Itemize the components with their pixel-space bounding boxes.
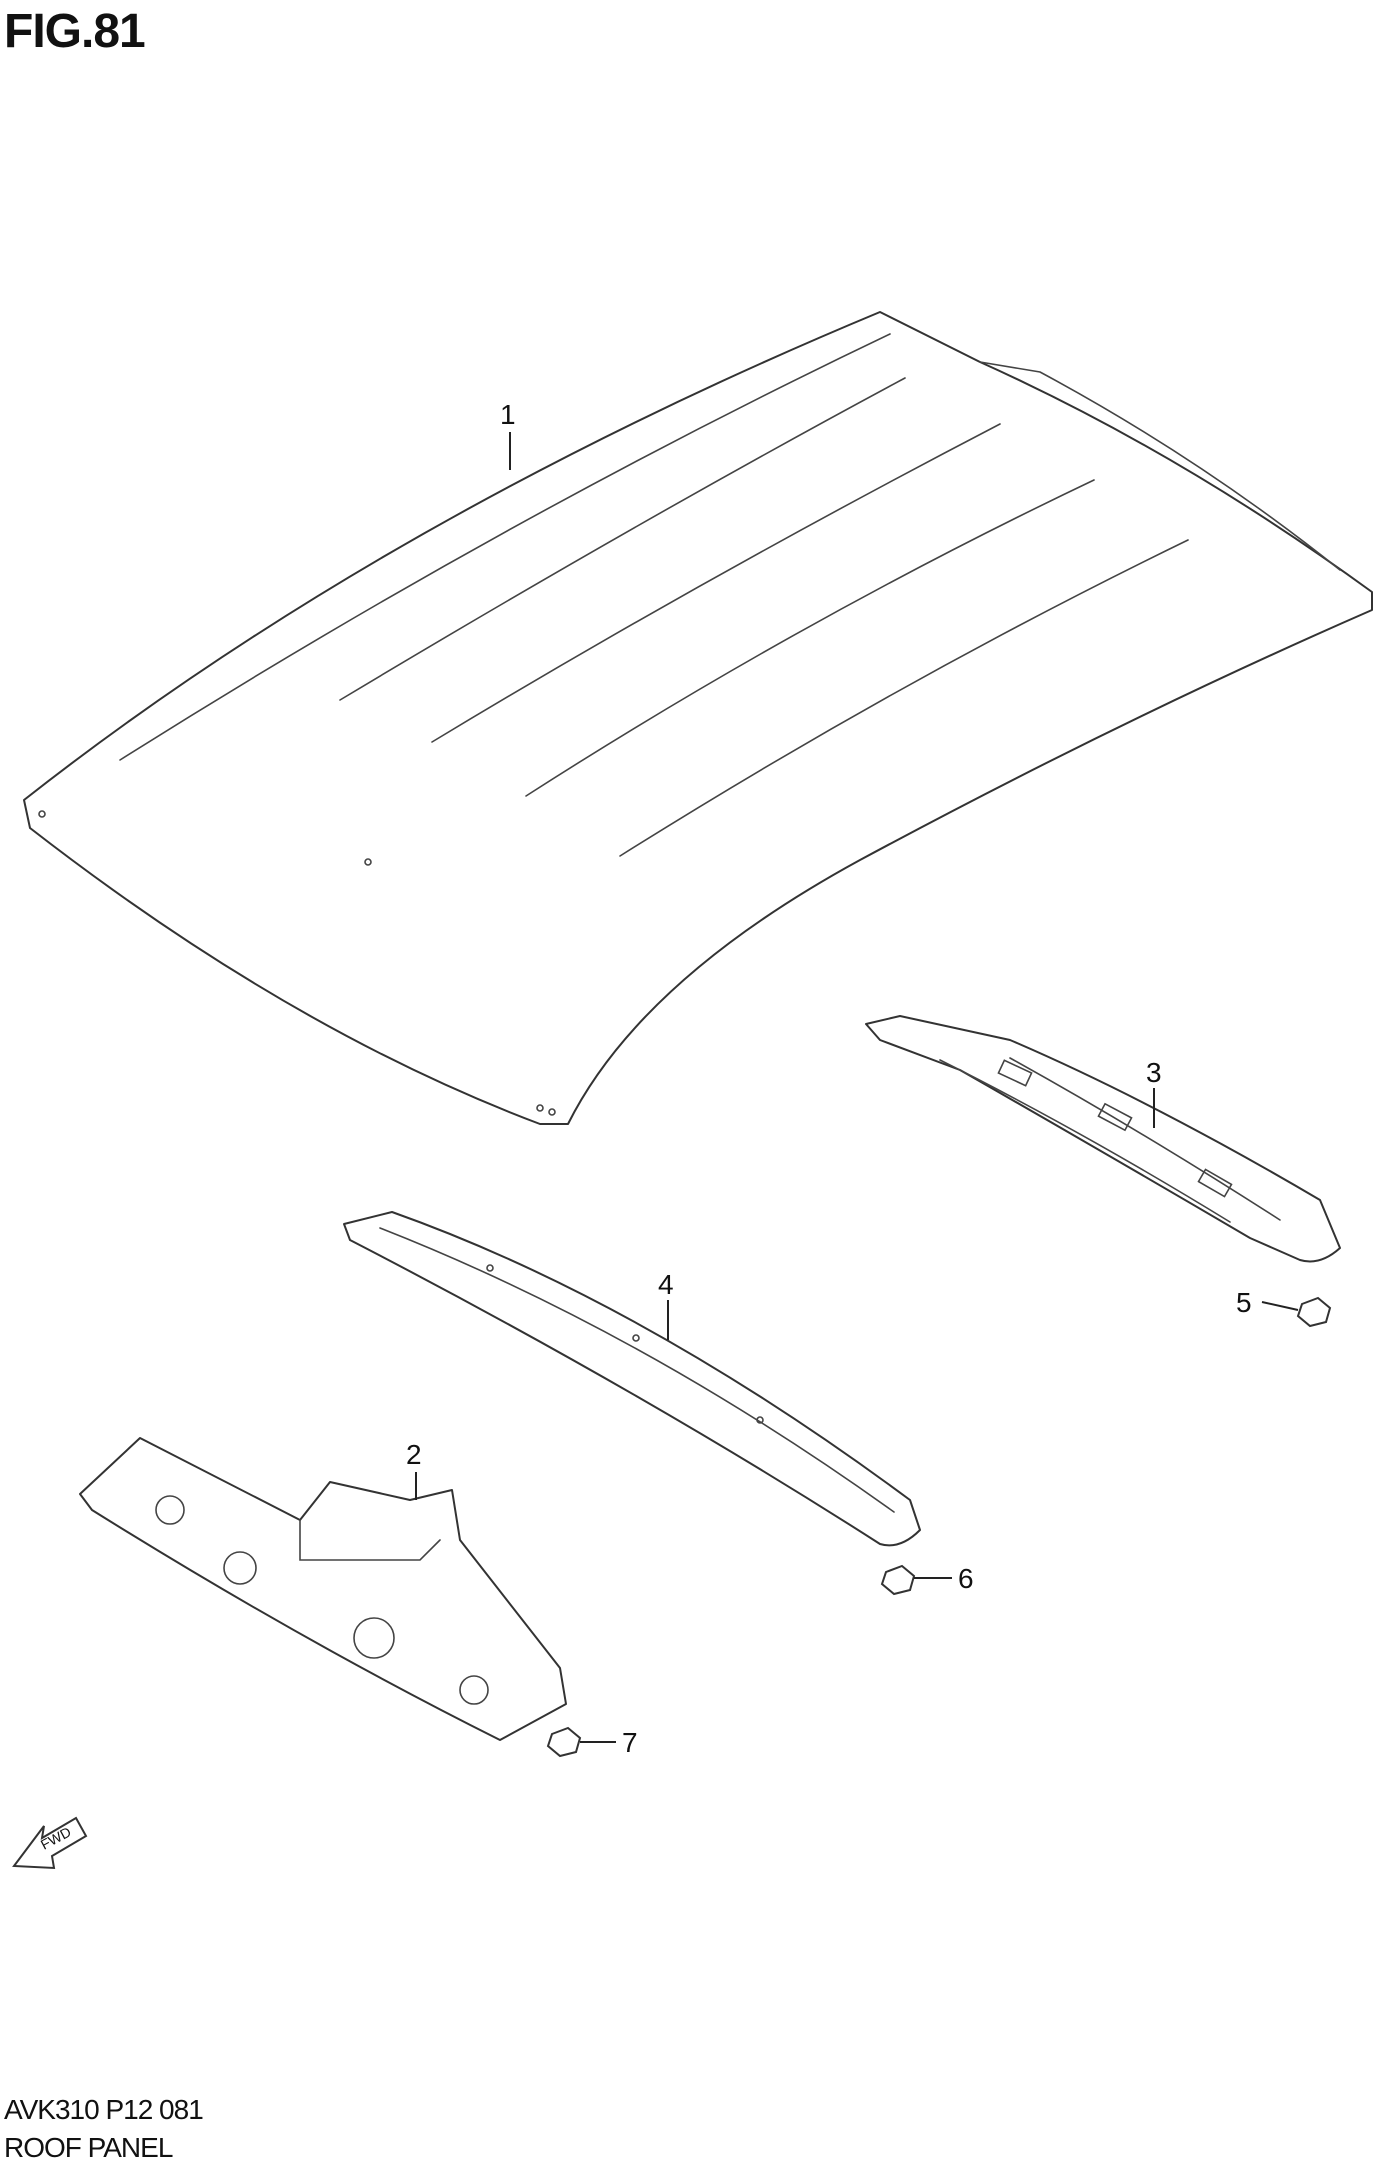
bolt-part-7 [546, 1726, 582, 1758]
callout-5: 5 [1236, 1287, 1252, 1318]
callout-4: 4 [658, 1269, 674, 1300]
section-name: ROOF PANEL [4, 2132, 173, 2163]
callout-1: 1 [500, 399, 516, 430]
fwd-arrow-icon: FWD [12, 1816, 88, 1870]
bolt-part-5 [1296, 1296, 1332, 1328]
callout-6: 6 [958, 1563, 974, 1594]
callout-7: 7 [622, 1727, 638, 1758]
bolt-part-6 [880, 1564, 916, 1596]
rear-roof-rail-part-3 [865, 1015, 1341, 1263]
callout-3: 3 [1146, 1057, 1162, 1088]
roof-bow-part-4 [343, 1211, 921, 1547]
figure-title: FIG.81 [4, 5, 146, 58]
catalog-code: AVK310 P12 081 [4, 2094, 204, 2125]
callout-2: 2 [406, 1439, 422, 1470]
front-header-part-2 [79, 1437, 567, 1741]
roof-panel-part-1 [23, 311, 1373, 1125]
